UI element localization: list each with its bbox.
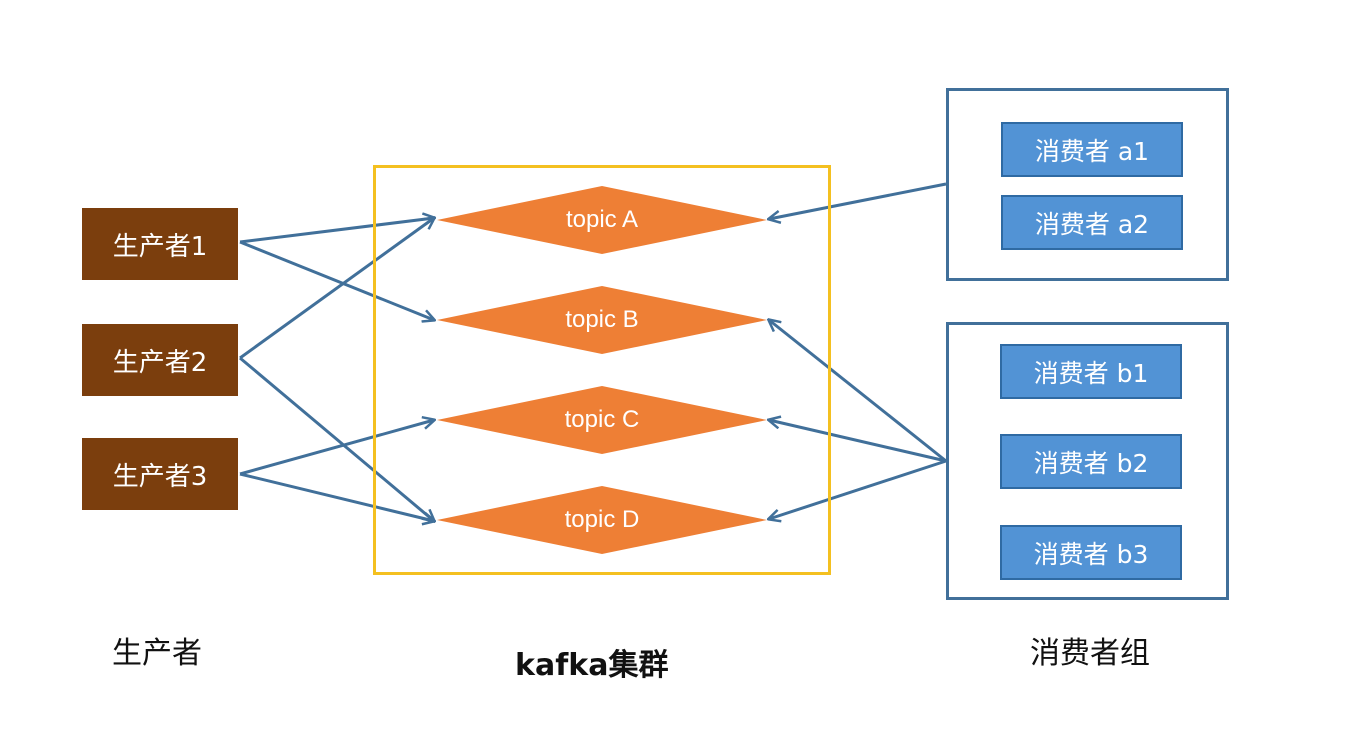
- producer-1[interactable]: 生产者1: [82, 208, 238, 280]
- consumer-group-b: 消费者 b1 消费者 b2 消费者 b3: [946, 322, 1229, 600]
- arrow-group-a-topic-a: [769, 182, 947, 219]
- consumer-a1[interactable]: 消费者 a1: [1001, 122, 1183, 177]
- arrow-p3-topic-c: [239, 420, 434, 476]
- arrow-group-b-topic-c: [769, 420, 947, 463]
- consumer-groups-caption: 消费者组: [1030, 636, 1150, 671]
- arrow-group-b-topic-d: [769, 459, 947, 519]
- producer-2[interactable]: 生产者2: [82, 324, 238, 396]
- arrow-p3-topic-d: [239, 472, 434, 521]
- arrow-p1-topic-a: [239, 218, 434, 244]
- producer-3[interactable]: 生产者3: [82, 438, 238, 510]
- arrow-p2-topic-d: [239, 356, 434, 521]
- consumer-b1[interactable]: 消费者 b1: [1000, 344, 1182, 399]
- arrow-group-b-topic-b: [769, 320, 947, 463]
- topic-a-label: topic A: [565, 206, 639, 233]
- kafka-cluster-caption: kafka集群: [515, 648, 669, 683]
- kafka-cluster-box: [373, 165, 831, 575]
- arrow-p2-topic-a: [239, 218, 434, 360]
- topic-d-label: topic D: [564, 506, 640, 533]
- topic-c-diamond[interactable]: [437, 386, 767, 454]
- arrow-p1-topic-b: [239, 240, 434, 320]
- topic-c-label: topic C: [564, 406, 640, 433]
- producers-caption: 生产者: [112, 636, 202, 671]
- consumer-b2[interactable]: 消费者 b2: [1000, 434, 1182, 489]
- consumer-group-a: 消费者 a1 消费者 a2: [946, 88, 1229, 281]
- topic-a-diamond[interactable]: [437, 186, 767, 254]
- consumer-a2[interactable]: 消费者 a2: [1001, 195, 1183, 250]
- topic-d-diamond[interactable]: [437, 486, 767, 554]
- topic-b-diamond[interactable]: [437, 286, 767, 354]
- consumer-b3[interactable]: 消费者 b3: [1000, 525, 1182, 580]
- topic-b-label: topic B: [565, 306, 639, 333]
